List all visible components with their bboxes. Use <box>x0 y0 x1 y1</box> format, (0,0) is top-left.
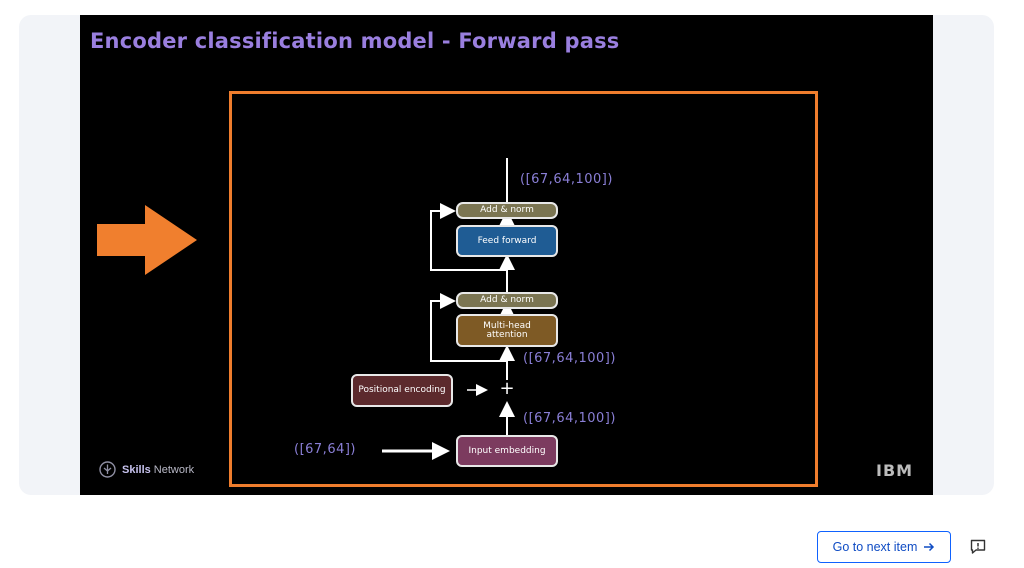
go-to-next-item-button[interactable]: Go to next item <box>817 531 951 563</box>
slide-title: Encoder classification model - Forward p… <box>90 29 620 53</box>
arrow-right-icon <box>924 542 935 552</box>
skills-network-logo: Skills Network <box>99 461 194 478</box>
brand-bold: Skills <box>122 463 151 476</box>
multi-head-attention-box: Multi-head attention <box>456 314 558 347</box>
flag-comment-icon <box>970 539 986 554</box>
feedback-button[interactable] <box>966 535 990 559</box>
next-button-label: Go to next item <box>832 540 918 554</box>
plus-operator: + <box>499 378 515 399</box>
embedding-output-shape-label: ([67,64,100]) <box>523 411 616 426</box>
input-embedding-box: Input embedding <box>456 435 558 467</box>
ibm-logo: IBM <box>876 461 914 480</box>
highlight-frame <box>229 91 818 487</box>
add-norm-top-box: Add & norm <box>456 202 558 219</box>
skills-network-icon <box>99 461 116 478</box>
positional-encoding-box: Positional encoding <box>351 374 453 407</box>
output-shape-label: ([67,64,100]) <box>520 172 613 187</box>
multi-head-label-line1: Multi-head <box>483 320 531 331</box>
attention-input-shape-label: ([67,64,100]) <box>523 351 616 366</box>
multi-head-label-line2: attention <box>486 329 528 340</box>
feed-forward-box: Feed forward <box>456 225 558 257</box>
add-norm-bottom-box: Add & norm <box>456 292 558 309</box>
brand-rest: Network <box>150 463 195 476</box>
input-shape-label: ([67,64]) <box>294 442 357 457</box>
orange-arrow-icon <box>97 205 197 275</box>
slide-frame[interactable]: Encoder classification model - Forward p… <box>80 15 933 495</box>
